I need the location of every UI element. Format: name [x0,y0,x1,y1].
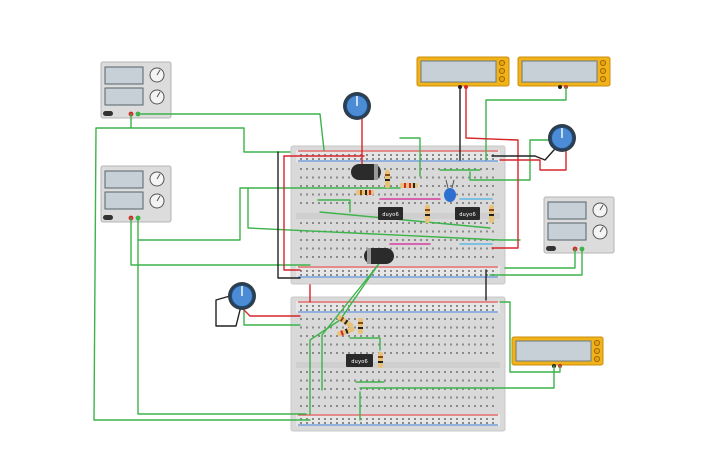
ic-chip-1[interactable]: duyo6 [378,207,403,220]
resistors[interactable] [336,170,494,368]
resistor-icon [425,205,430,223]
power-supply-3[interactable] [543,196,615,254]
ic-chip-2[interactable]: duyo6 [455,207,480,220]
ic-chip-3[interactable]: duyo6 [346,354,373,367]
resistor-icon [356,190,374,195]
resistor-icon [337,326,355,337]
potentiometer-3[interactable] [228,282,256,310]
multimeter-3[interactable] [511,336,604,368]
electrolytic-capacitor-1[interactable] [351,164,381,180]
wires[interactable] [93,86,583,421]
ic-chip-label: duyo6 [382,212,399,218]
breadboard-holes [300,168,494,276]
ic-chip-label: duyo6 [459,212,476,218]
electrolytic-capacitor-2[interactable] [364,248,394,264]
resistor-icon [378,352,383,368]
resistor-icon [489,205,494,223]
resistor-icon [385,170,390,188]
resistor-icon [337,315,354,329]
power-supply-1[interactable] [100,61,172,119]
ic-chip-label: duyo6 [351,359,368,365]
multimeter-2[interactable] [517,56,611,89]
potentiometer-2[interactable] [548,124,576,152]
ceramic-capacitor[interactable] [444,179,456,202]
multimeter-1[interactable] [416,56,510,89]
power-supply-2[interactable] [100,165,172,223]
rail-holes [300,154,494,160]
resistor-icon [358,318,363,334]
breadboard-bottom[interactable] [290,296,506,432]
resistor-icon [400,183,418,188]
potentiometer-1[interactable] [343,92,371,120]
